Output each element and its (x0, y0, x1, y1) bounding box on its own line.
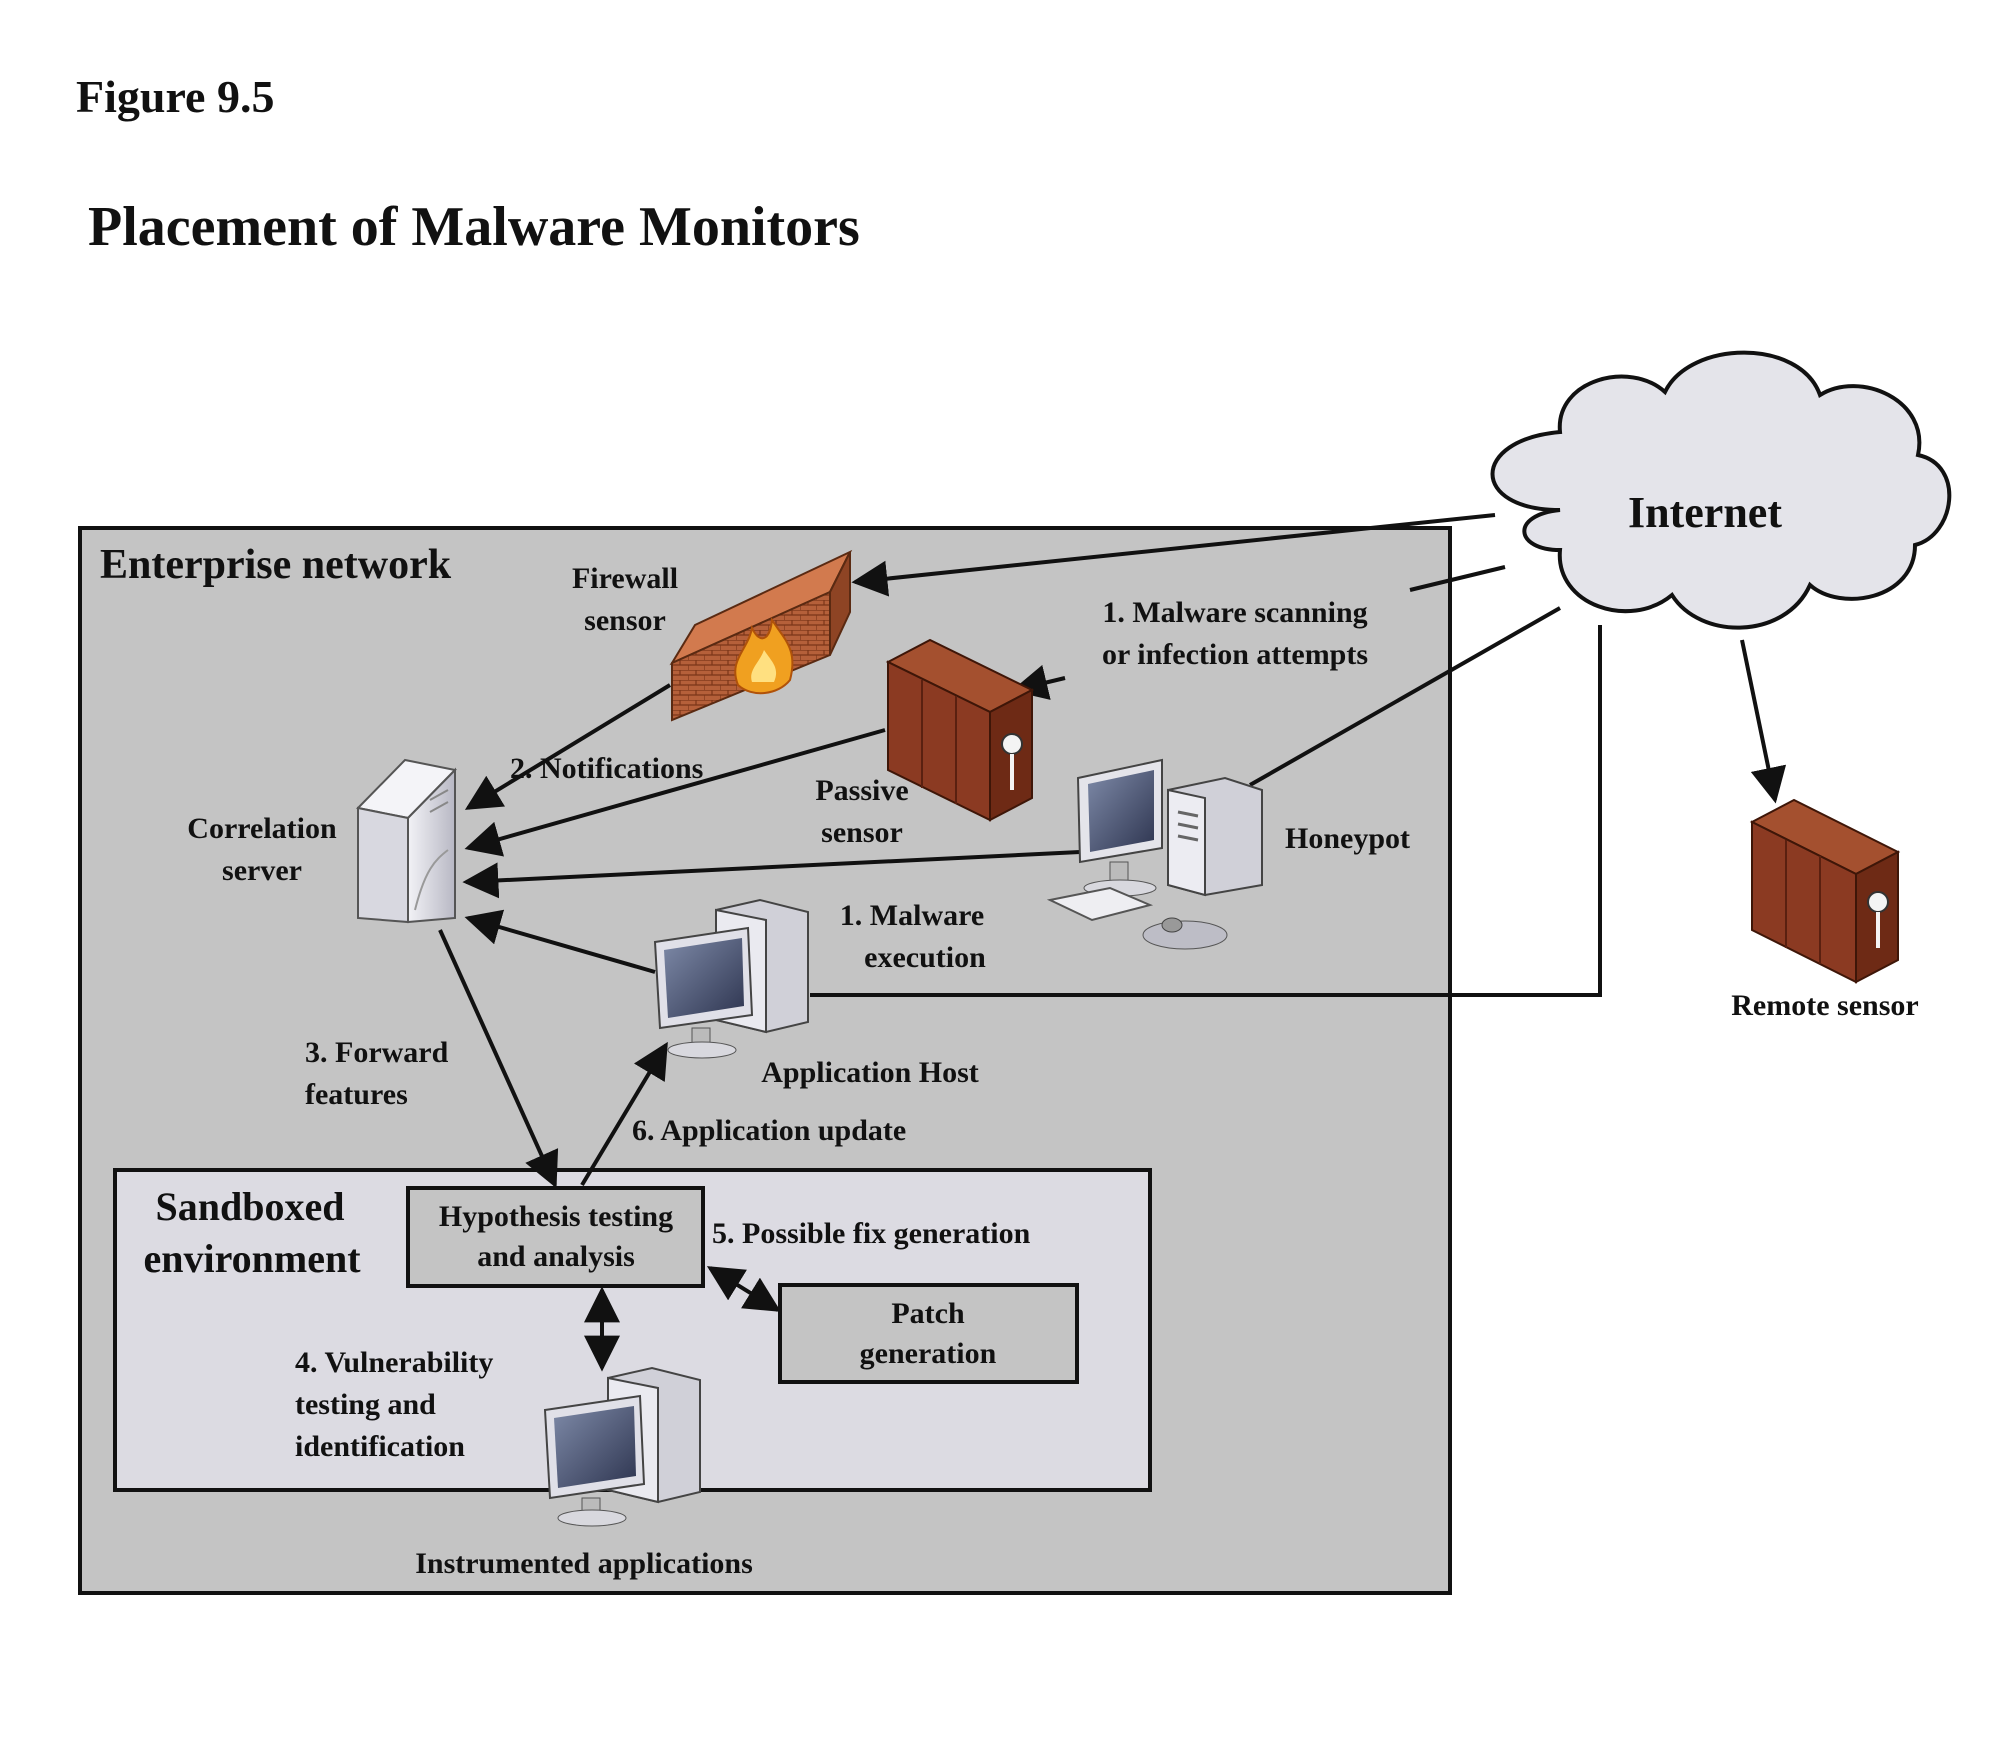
internet-cloud (1490, 350, 1952, 630)
instrumented-label: Instrumented applications (415, 1547, 753, 1580)
patch-label-line2: generation (860, 1337, 997, 1370)
internet-label: Internet (1628, 488, 1782, 537)
step-vuln-line3: identification (295, 1430, 465, 1463)
step-forward-line1: 3. Forward (305, 1036, 449, 1069)
hypothesis-label-line2: and analysis (477, 1240, 635, 1273)
application-host-computer-icon (653, 898, 809, 1059)
patch-box (778, 1283, 1079, 1384)
passive-label-line2: sensor (821, 816, 903, 849)
correlation-server-icon (355, 758, 458, 924)
instrumented-applications-computer-icon (543, 1366, 701, 1527)
step-application-update: 6. Application update (632, 1114, 906, 1147)
step-notifications: 2. Notifications (510, 752, 703, 785)
link-internet-remote (1740, 639, 1787, 804)
sandbox-label-line2: environment (143, 1236, 361, 1281)
correlation-label-line2: server (222, 854, 302, 887)
sandbox-label-line1: Sandboxed (156, 1184, 345, 1229)
link-internet-scan (1409, 565, 1506, 592)
arrow-firewall-correlation (464, 683, 672, 810)
honeypot-computer-icon (1046, 758, 1263, 950)
firewall-label-line1: Firewall (572, 562, 678, 595)
arrow-passive-correlation (464, 728, 886, 857)
link-internet-honeypot (1249, 606, 1561, 787)
figure-title: Placement of Malware Monitors (88, 196, 860, 258)
figure-number: Figure 9.5 (76, 71, 275, 122)
step-forward-line2: features (305, 1078, 408, 1111)
enterprise-network-label: Enterprise network (100, 542, 452, 588)
hypothesis-box (406, 1186, 705, 1288)
step-exec-line2: execution (864, 941, 986, 974)
apphost-label: Application Host (761, 1056, 979, 1089)
link-internet-firewall (851, 513, 1496, 597)
arrow-apphost-correlation (464, 909, 656, 974)
hypothesis-label-line1: Hypothesis testing (439, 1200, 673, 1233)
remote-sensor-label: Remote sensor (1731, 989, 1918, 1022)
firewall-icon (669, 549, 853, 722)
arrow-honeypot-correlation (462, 850, 1081, 899)
patch-label-line1: Patch (891, 1297, 965, 1330)
step-possible-fix: 5. Possible fix generation (712, 1217, 1031, 1250)
firewall-label-line2: sensor (584, 604, 666, 637)
remote-sensor-server-icon (1749, 798, 1901, 984)
arrow-forward-features (438, 929, 559, 1189)
step-scan-line1: 1. Malware scanning (1102, 596, 1367, 629)
passive-sensor-server-icon (885, 638, 1035, 822)
passive-label-line1: Passive (815, 774, 908, 807)
arrow-application-update (580, 1041, 668, 1187)
arrow-hypothesis-patch (706, 1266, 782, 1312)
step-vuln-line1: 4. Vulnerability (295, 1346, 493, 1379)
step-exec-line1: 1. Malware (840, 899, 984, 932)
correlation-label-line1: Correlation (187, 812, 337, 845)
step-vuln-line2: testing and (295, 1388, 436, 1421)
honeypot-label: Honeypot (1285, 822, 1410, 855)
link-internet-apphost (810, 625, 1602, 997)
step-scan-line2: or infection attempts (1102, 638, 1368, 671)
